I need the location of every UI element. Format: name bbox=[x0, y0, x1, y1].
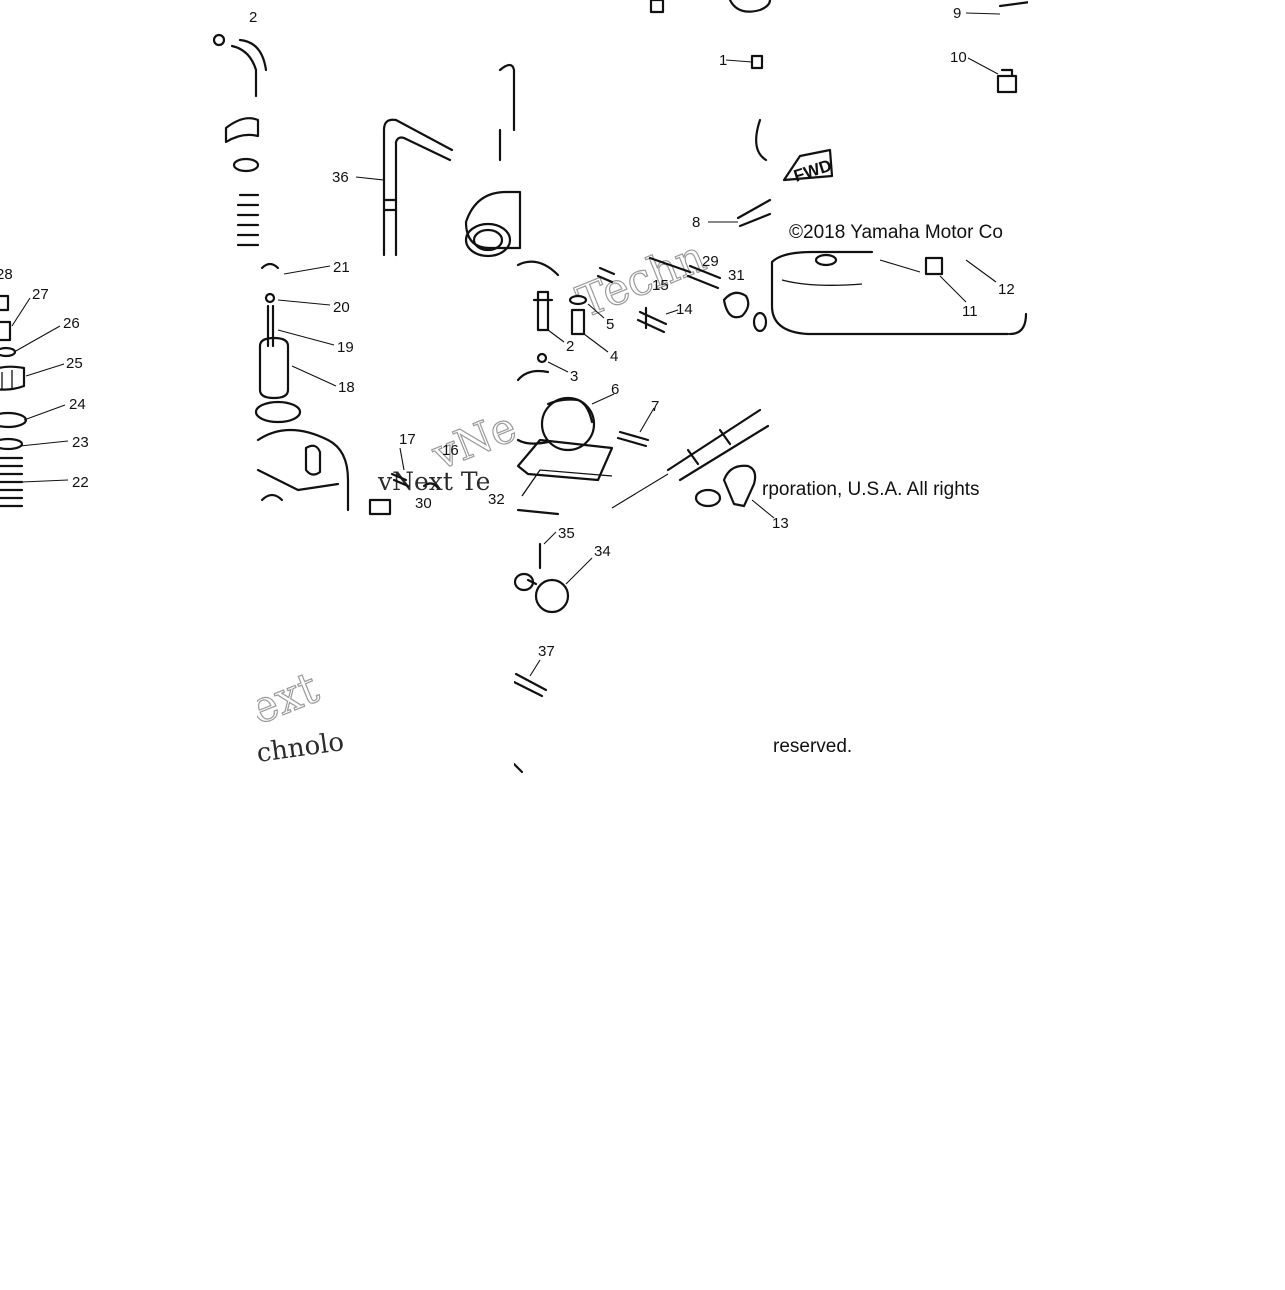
callout-8: 8 bbox=[692, 214, 700, 231]
callout-11: 11 bbox=[962, 303, 978, 320]
float-pin-7 bbox=[616, 430, 650, 448]
screw-17 bbox=[390, 472, 410, 488]
cap-34 bbox=[534, 578, 570, 614]
drain-screw-11 bbox=[924, 256, 944, 276]
slide-group: 21 20 19 18 bbox=[258, 259, 355, 400]
left-stack-group: 22 23 24 25 26 27 28 bbox=[0, 266, 89, 508]
callout-17: 17 bbox=[399, 431, 416, 448]
overflow-tube-group: 13 bbox=[611, 408, 789, 532]
nut-part bbox=[0, 365, 26, 391]
top-center-group: 1 8 bbox=[649, 0, 772, 231]
needle-jet-2 bbox=[532, 290, 554, 332]
callout-14: 14 bbox=[676, 301, 693, 318]
callout-35: 35 bbox=[558, 525, 575, 542]
callout-34: 34 bbox=[594, 543, 611, 560]
callout-31: 31 bbox=[728, 267, 745, 284]
callout-36: 36 bbox=[332, 169, 349, 186]
float-bowl bbox=[770, 250, 1028, 336]
callout-4: 4 bbox=[610, 348, 618, 365]
callout-27: 27 bbox=[32, 286, 49, 303]
callout-15: 15 bbox=[652, 277, 669, 294]
callout-28: 28 bbox=[0, 266, 13, 283]
callout-2-top: 2 bbox=[249, 9, 257, 26]
overflow-tube bbox=[666, 408, 770, 482]
bowl-gasket bbox=[516, 438, 614, 482]
copyright-line-2: rporation, U.S.A. All rights bbox=[762, 479, 980, 500]
callout-16: 16 bbox=[442, 442, 459, 459]
callout-32: 32 bbox=[488, 491, 505, 508]
float-bowl-group: 9 10 11 12 bbox=[770, 0, 1032, 336]
spring-upper bbox=[236, 193, 260, 247]
callout-23: 23 bbox=[72, 434, 89, 451]
callout-30: 30 bbox=[415, 495, 432, 512]
float-group: 6 7 bbox=[516, 369, 659, 452]
top-left-column: 2 bbox=[212, 9, 268, 247]
elbow-fitting bbox=[230, 38, 268, 98]
callout-2: 2 bbox=[566, 338, 574, 355]
rod-37 bbox=[512, 672, 548, 698]
callout-10: 10 bbox=[950, 49, 967, 66]
pilot-screw-29 bbox=[686, 264, 722, 290]
callout-9: 9 bbox=[953, 5, 961, 22]
callout-7: 7 bbox=[651, 398, 659, 415]
screw-1 bbox=[750, 54, 764, 70]
callout-22: 22 bbox=[72, 474, 89, 491]
bottom-center-group: 35 34 37 bbox=[512, 525, 611, 774]
carburetor-body bbox=[254, 400, 392, 516]
plug-31 bbox=[722, 291, 750, 319]
callout-19: 19 bbox=[337, 339, 354, 356]
jet-needle-19 bbox=[266, 304, 275, 348]
callout-20: 20 bbox=[333, 299, 350, 316]
callout-21: 21 bbox=[333, 259, 350, 276]
callout-24: 24 bbox=[69, 396, 86, 413]
copyright-line-3: reserved. bbox=[773, 736, 852, 757]
ring-part bbox=[0, 437, 24, 451]
float-6 bbox=[540, 396, 596, 452]
screw-10 bbox=[996, 68, 1018, 94]
washer-part bbox=[0, 411, 28, 429]
callout-26: 26 bbox=[63, 315, 80, 332]
tube-36 bbox=[382, 118, 454, 257]
copyright-line-1: ©2018 Yamaha Motor Co bbox=[789, 222, 1003, 243]
spring-part bbox=[0, 456, 24, 508]
jet-group: 2 3 4 5 14 15 29 31 bbox=[516, 253, 768, 385]
callout-37: 37 bbox=[538, 643, 555, 660]
gasket-group bbox=[516, 438, 614, 516]
callout-3: 3 bbox=[570, 368, 578, 385]
watermark-vnext-te: vNext Te bbox=[377, 467, 490, 496]
carburetor-upper bbox=[464, 63, 522, 258]
callout-12: 12 bbox=[998, 281, 1015, 298]
callout-6: 6 bbox=[611, 381, 619, 398]
callout-13: 13 bbox=[772, 515, 789, 532]
throttle-valve-18 bbox=[258, 336, 290, 400]
callout-29: 29 bbox=[702, 253, 719, 270]
fwd-direction-mark: FWD bbox=[782, 148, 834, 186]
callout-1: 1 bbox=[719, 52, 727, 69]
tube-36-group: 36 bbox=[332, 118, 454, 257]
screw-14 bbox=[636, 306, 668, 334]
intake-joint bbox=[464, 190, 522, 250]
clip-8 bbox=[736, 198, 772, 228]
callout-25: 25 bbox=[66, 355, 83, 372]
pilot-screw-group: 17 16 30 32 bbox=[390, 431, 505, 512]
callout-18: 18 bbox=[338, 379, 355, 396]
watermark-chnolo: chnolo bbox=[255, 727, 346, 769]
drain-plug-13 bbox=[722, 464, 757, 508]
callout-5: 5 bbox=[606, 316, 614, 333]
